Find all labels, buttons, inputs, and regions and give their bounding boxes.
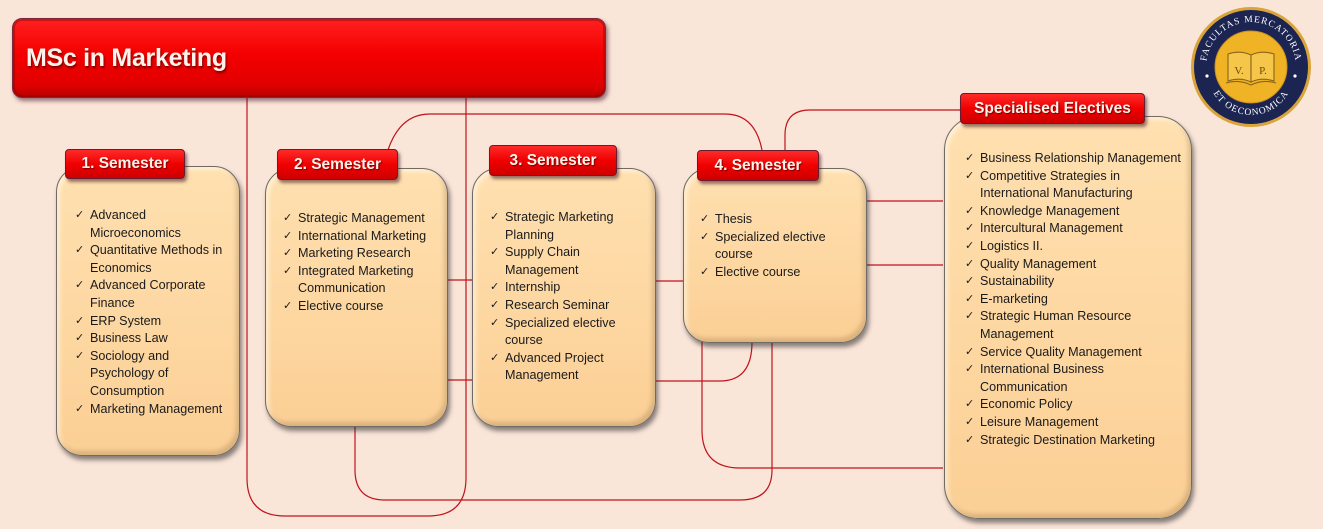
- check-icon: ✓: [283, 247, 293, 260]
- semester-1-card: [56, 166, 240, 456]
- check-icon: ✓: [75, 332, 85, 345]
- course-item: ✓Integrated Marketing Communication: [283, 263, 414, 296]
- course-item: ✓Elective course: [700, 264, 860, 282]
- course-item: ✓Advanced Corporate Finance: [75, 278, 206, 310]
- check-icon: ✓: [965, 433, 975, 446]
- course-item: ✓Specialized elective course: [490, 315, 616, 348]
- course-item: ✓Internship: [490, 279, 650, 297]
- check-icon: ✓: [965, 257, 975, 270]
- semester-3-course-list: ✓Strategic Marketing Planning ✓Supply Ch…: [490, 209, 650, 385]
- check-icon: ✓: [283, 212, 293, 224]
- check-icon: ✓: [965, 169, 975, 182]
- semester-4-course-list: ✓Thesis ✓Specialized elective course ✓El…: [700, 211, 860, 281]
- semester-3-card: [472, 168, 656, 427]
- course-item: ✓Elective course: [283, 298, 443, 316]
- check-icon: ✓: [75, 402, 85, 415]
- course-item: ✓Strategic Human Resource Management: [965, 309, 1132, 341]
- program-title-banner: MSc in Marketing: [12, 18, 606, 98]
- check-icon: ✓: [965, 292, 975, 305]
- check-icon: ✓: [965, 398, 975, 411]
- course-item: ✓Research Seminar: [490, 297, 650, 315]
- course-item: ✓Thesis: [700, 211, 860, 229]
- check-icon: ✓: [965, 415, 975, 428]
- course-item: ✓International Marketing: [283, 228, 443, 246]
- check-icon: ✓: [965, 222, 975, 235]
- course-item: ✓Strategic Management: [283, 210, 443, 228]
- check-icon: ✓: [75, 244, 85, 257]
- check-icon: ✓: [965, 239, 975, 252]
- course-item: ✓Competitive Strategies in International…: [965, 168, 1133, 201]
- check-icon: ✓: [283, 229, 293, 242]
- course-item: ✓Service Quality Management: [965, 344, 1185, 362]
- course-item: ✓E-marketing: [965, 291, 1185, 309]
- electives-course-list: ✓Business Relationship Management ✓Compe…: [965, 150, 1185, 449]
- logo-initial-left: V.: [1234, 65, 1244, 77]
- course-item: ✓Intercultural Management: [965, 220, 1185, 238]
- semester-1-course-list: ✓Advanced Microeconomics ✓Quantitative M…: [75, 207, 230, 418]
- check-icon: ✓: [490, 281, 500, 294]
- logo-initial-right: P.: [1259, 65, 1267, 77]
- check-icon: ✓: [965, 204, 975, 217]
- program-title: MSc in Marketing: [26, 44, 227, 72]
- electives-card: [944, 116, 1192, 519]
- course-item: ✓Quality Management: [965, 256, 1185, 274]
- check-icon: ✓: [490, 316, 500, 329]
- semester-4-tag: 4. Semester: [697, 150, 819, 181]
- course-item: ✓Strategic Marketing Planning: [490, 210, 614, 242]
- check-icon: ✓: [965, 275, 975, 288]
- course-item: ✓Specialized elective course: [700, 229, 826, 262]
- check-icon: ✓: [283, 264, 293, 277]
- course-item: ✓Advanced Project Management: [490, 350, 604, 383]
- course-item: ✓Leisure Management: [965, 414, 1185, 432]
- check-icon: ✓: [283, 299, 293, 312]
- check-icon: ✓: [75, 279, 85, 292]
- course-item: ✓Supply Chain Management: [490, 245, 580, 277]
- course-item: ✓International Business Communication: [965, 362, 1104, 394]
- semester-2-card: [265, 168, 448, 427]
- course-item: ✓Logistics II.: [965, 238, 1185, 256]
- check-icon: ✓: [75, 209, 85, 221]
- check-icon: ✓: [75, 349, 85, 362]
- check-icon: ✓: [490, 211, 500, 223]
- check-icon: ✓: [490, 298, 500, 311]
- check-icon: ✓: [490, 246, 500, 259]
- check-icon: ✓: [75, 314, 85, 327]
- check-icon: ✓: [700, 213, 710, 225]
- course-item: ✓Economic Policy: [965, 396, 1185, 414]
- course-item: ✓Sustainability: [965, 273, 1185, 291]
- course-item: ✓Marketing Research: [283, 245, 443, 263]
- course-item: ✓Marketing Management: [75, 401, 230, 419]
- course-item: ✓Sociology and Psychology of Consumption: [75, 348, 170, 398]
- course-item: ✓Quantitative Methods in Economics: [75, 243, 223, 275]
- course-item: ✓Business Law: [75, 330, 230, 348]
- check-icon: ✓: [965, 345, 975, 358]
- check-icon: ✓: [965, 152, 975, 164]
- electives-tag: Specialised Electives: [960, 93, 1145, 124]
- semester-4-card: [683, 168, 867, 343]
- course-item: ✓Business Relationship Management: [965, 150, 1185, 168]
- university-logo-icon: FACULTAS MERCATORIA ET OECONOMICA V. P.: [1191, 7, 1311, 127]
- semester-2-course-list: ✓Strategic Management ✓International Mar…: [283, 210, 443, 316]
- check-icon: ✓: [965, 310, 975, 323]
- semester-3-tag: 3. Semester: [489, 145, 617, 176]
- check-icon: ✓: [700, 230, 710, 243]
- check-icon: ✓: [965, 363, 975, 376]
- semester-2-tag: 2. Semester: [277, 149, 398, 180]
- course-item: ✓Knowledge Management: [965, 203, 1185, 221]
- course-item: ✓Strategic Destination Marketing: [965, 432, 1185, 450]
- check-icon: ✓: [700, 265, 710, 278]
- course-item: ✓ERP System: [75, 313, 230, 331]
- course-item: ✓Advanced Microeconomics: [75, 208, 181, 240]
- semester-1-tag: 1. Semester: [65, 149, 185, 179]
- check-icon: ✓: [490, 351, 500, 364]
